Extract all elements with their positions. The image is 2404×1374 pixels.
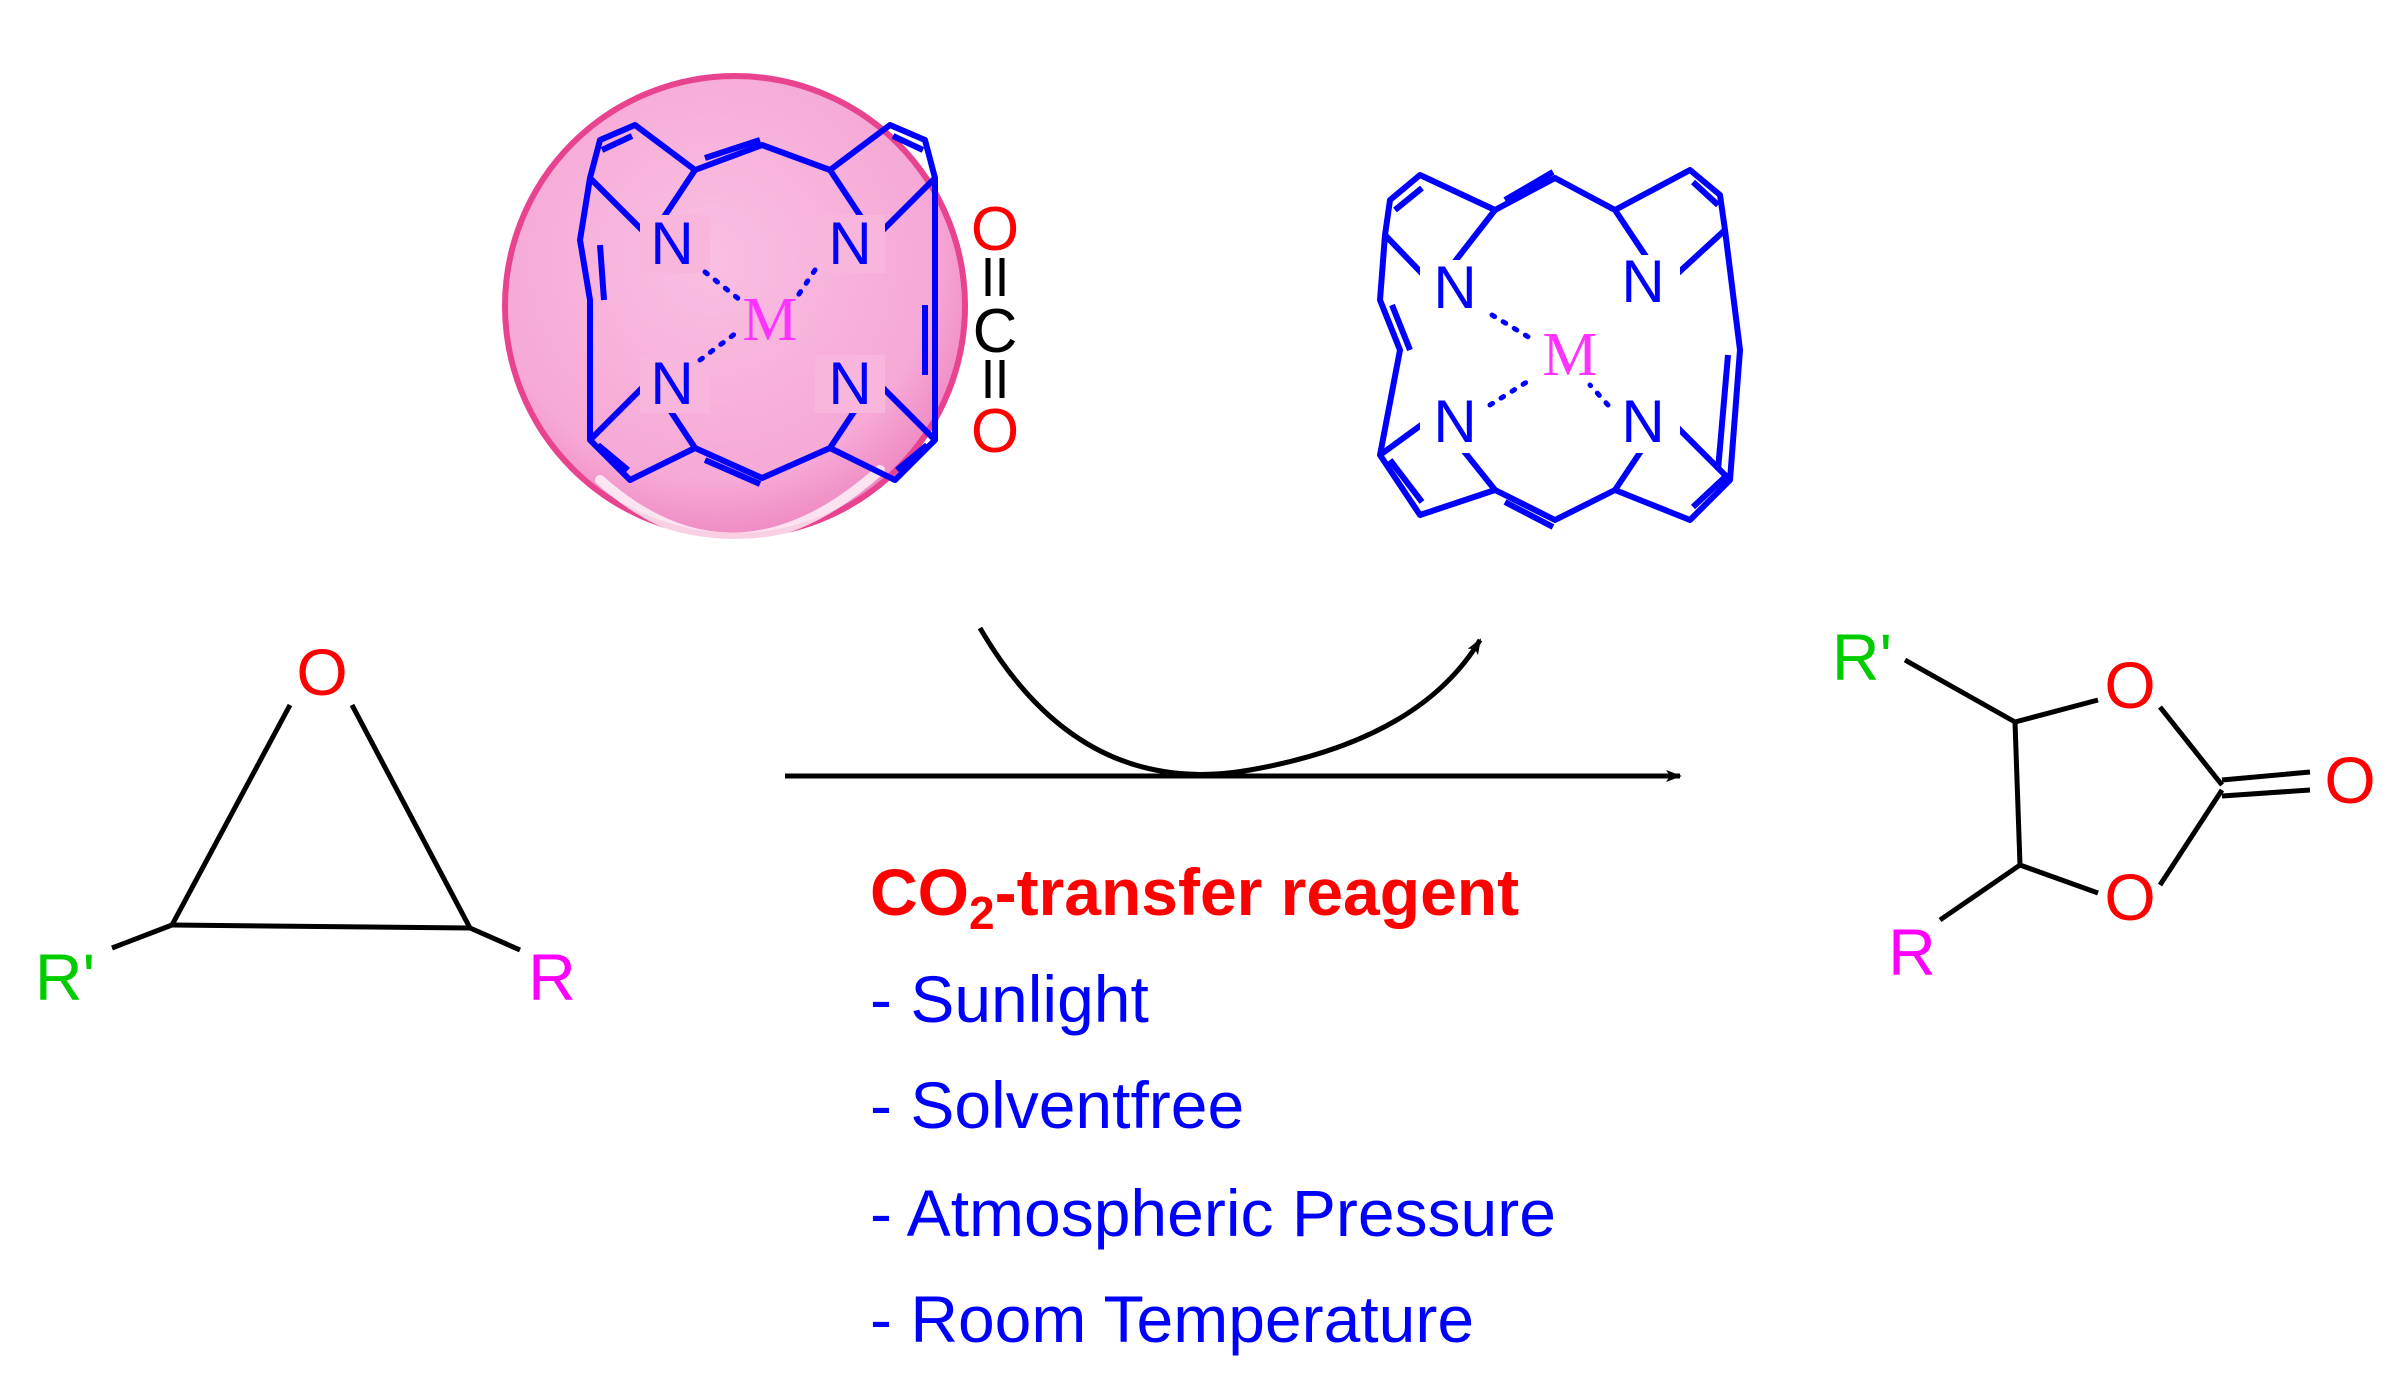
oxygen-atom: O [971, 195, 1019, 264]
porphyrin-in-bubble [577, 122, 938, 487]
oxygen-atom: O [2104, 860, 2155, 934]
oxygen-atom: O [296, 635, 347, 709]
nitrogen-atom: N [828, 350, 871, 417]
condition-temperature: - Room Temperature [870, 1282, 1474, 1356]
porphyrin-free-atoms: N N N N M [1420, 248, 1680, 455]
carbonyl-oxygen: O [2324, 743, 2375, 817]
bubble-highlight [595, 465, 885, 543]
oxygen-atom: O [2104, 648, 2155, 722]
r-group: R [528, 940, 576, 1014]
r-prime-group: R' [35, 940, 95, 1014]
co2-molecule: O C O [971, 195, 1019, 466]
metal-center: M [742, 286, 797, 354]
nitrogen-atom: N [1433, 254, 1476, 321]
cyclic-carbonate: R' O O O R [1832, 620, 2376, 989]
metal-center: M [1542, 321, 1597, 389]
oxygen-atom: O [971, 397, 1019, 466]
reaction-conditions: CO2-transfer reagent - Sunlight - Solven… [870, 855, 1556, 1356]
reagent-label: CO2-transfer reagent [870, 855, 1519, 939]
condition-solventfree: - Solventfree [870, 1068, 1244, 1142]
condition-pressure: - Atmospheric Pressure [870, 1176, 1556, 1250]
nitrogen-atom: N [1621, 248, 1664, 315]
nitrogen-atom: N [828, 210, 871, 277]
epoxide: O R' R [35, 635, 576, 1014]
r-prime-group: R' [1832, 620, 1892, 694]
nitrogen-atom: N [650, 210, 693, 277]
condition-sunlight: - Sunlight [870, 962, 1149, 1036]
porphyrin-bubble-atoms: N N N N M [640, 210, 885, 417]
nitrogen-atom: N [1621, 388, 1664, 455]
nitrogen-atom: N [650, 350, 693, 417]
catalyst-curved-arrow [977, 626, 1483, 777]
r-group: R [1888, 915, 1936, 989]
nitrogen-atom: N [1433, 388, 1476, 455]
carbon-atom: C [973, 297, 1018, 366]
